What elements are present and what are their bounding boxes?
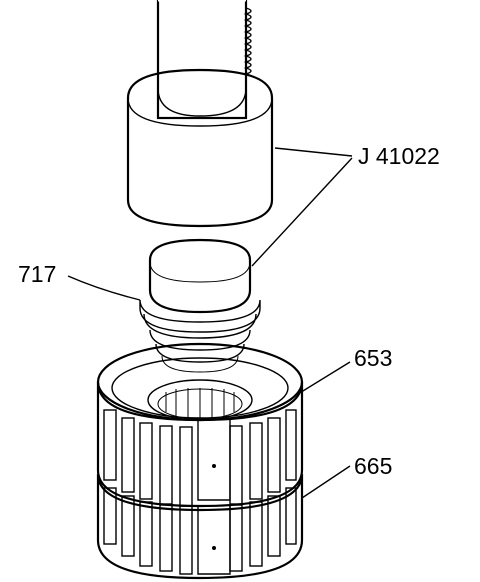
label-part-653: 653: [354, 345, 392, 371]
seal-717: [139, 299, 261, 373]
label-part-717: 717: [18, 261, 56, 287]
clutch-hub-665: [96, 473, 304, 580]
label-tool-j41022: J 41022: [358, 143, 440, 169]
shaft-thread: [243, 7, 252, 75]
leader-lines: [67, 147, 353, 499]
label-part-665: 665: [354, 453, 392, 479]
tool-driver-sleeve: [126, 68, 274, 228]
tool-installer-disc: [148, 238, 252, 314]
clutch-housing-653: [96, 342, 304, 508]
tool-shaft: [156, 0, 248, 120]
